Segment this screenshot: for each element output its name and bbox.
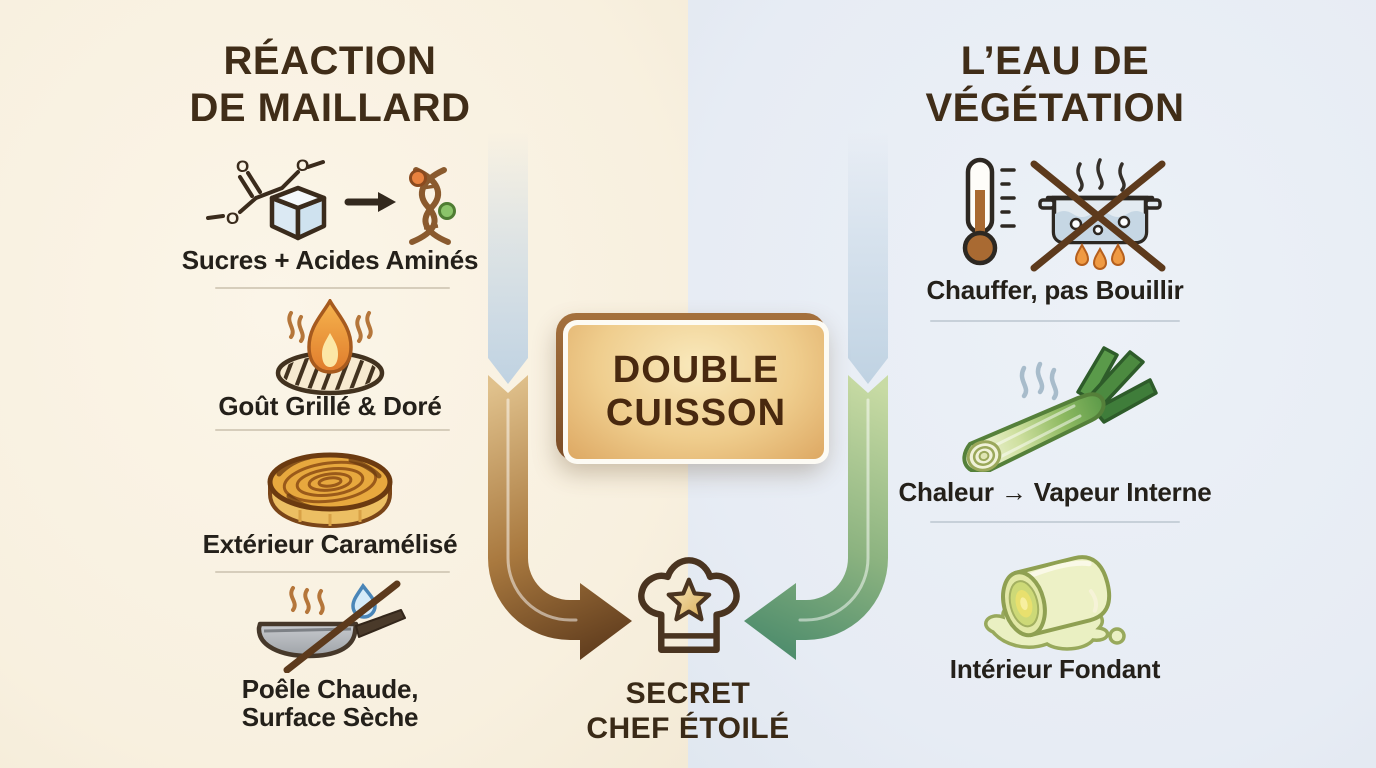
- maillard-item-label: Poêle Chaude, Surface Sèche: [241, 674, 419, 732]
- svg-text:O: O: [236, 157, 249, 176]
- result-label: SECRET CHEF ÉTOILÉ: [586, 677, 790, 745]
- vegetation-neutral-band: [848, 130, 888, 384]
- svg-text:O: O: [296, 156, 309, 175]
- melting-leek-icon: [965, 540, 1145, 657]
- badge-label: DOUBLE CUISSON: [605, 349, 787, 434]
- double-cuisson-badge: DOUBLE CUISSON: [556, 313, 829, 464]
- right-divider: [930, 320, 1180, 322]
- maillard-item-label: Goût Grillé & Doré: [218, 391, 442, 421]
- vegetation-item-label: Chaleur → Vapeur Interne: [898, 477, 1212, 507]
- vegetation-column: L’EAU DE VÉGÉTATION: [845, 0, 1265, 768]
- left-divider: [215, 287, 450, 289]
- dry-hot-pan-icon: [235, 580, 425, 678]
- badge-inner-ring: DOUBLE CUISSON: [563, 320, 829, 464]
- maillard-item-label: Extérieur Caramélisé: [202, 529, 458, 559]
- badge-gold-face: DOUBLE CUISSON: [568, 325, 824, 459]
- left-divider: [215, 571, 450, 573]
- left-divider: [215, 429, 450, 431]
- caramelized-tart-icon: [255, 438, 405, 535]
- flame-grill-icon: [255, 297, 405, 402]
- vegetation-title: L’EAU DE VÉGÉTATION: [925, 39, 1185, 130]
- heat-not-boil-icon: [930, 156, 1180, 277]
- maillard-column: RÉACTION DE MAILLARD O O O: [130, 0, 530, 768]
- molecule-to-dna-icon: O O O: [190, 150, 470, 255]
- maillard-item-label: Sucres + Acides Aminés: [181, 245, 479, 275]
- maillard-neutral-band: [488, 130, 528, 384]
- maillard-arrow: [488, 375, 632, 660]
- vegetation-item-label: Intérieur Fondant: [949, 654, 1161, 684]
- maillard-title: RÉACTION DE MAILLARD: [189, 39, 471, 130]
- vegetation-item-label: Chauffer, pas Bouillir: [926, 275, 1184, 305]
- right-divider: [930, 521, 1180, 523]
- chef-hat-star-icon: [628, 552, 748, 675]
- svg-text:O: O: [226, 209, 239, 228]
- steaming-leek-icon: [940, 340, 1170, 477]
- vegetation-arrow: [744, 375, 888, 660]
